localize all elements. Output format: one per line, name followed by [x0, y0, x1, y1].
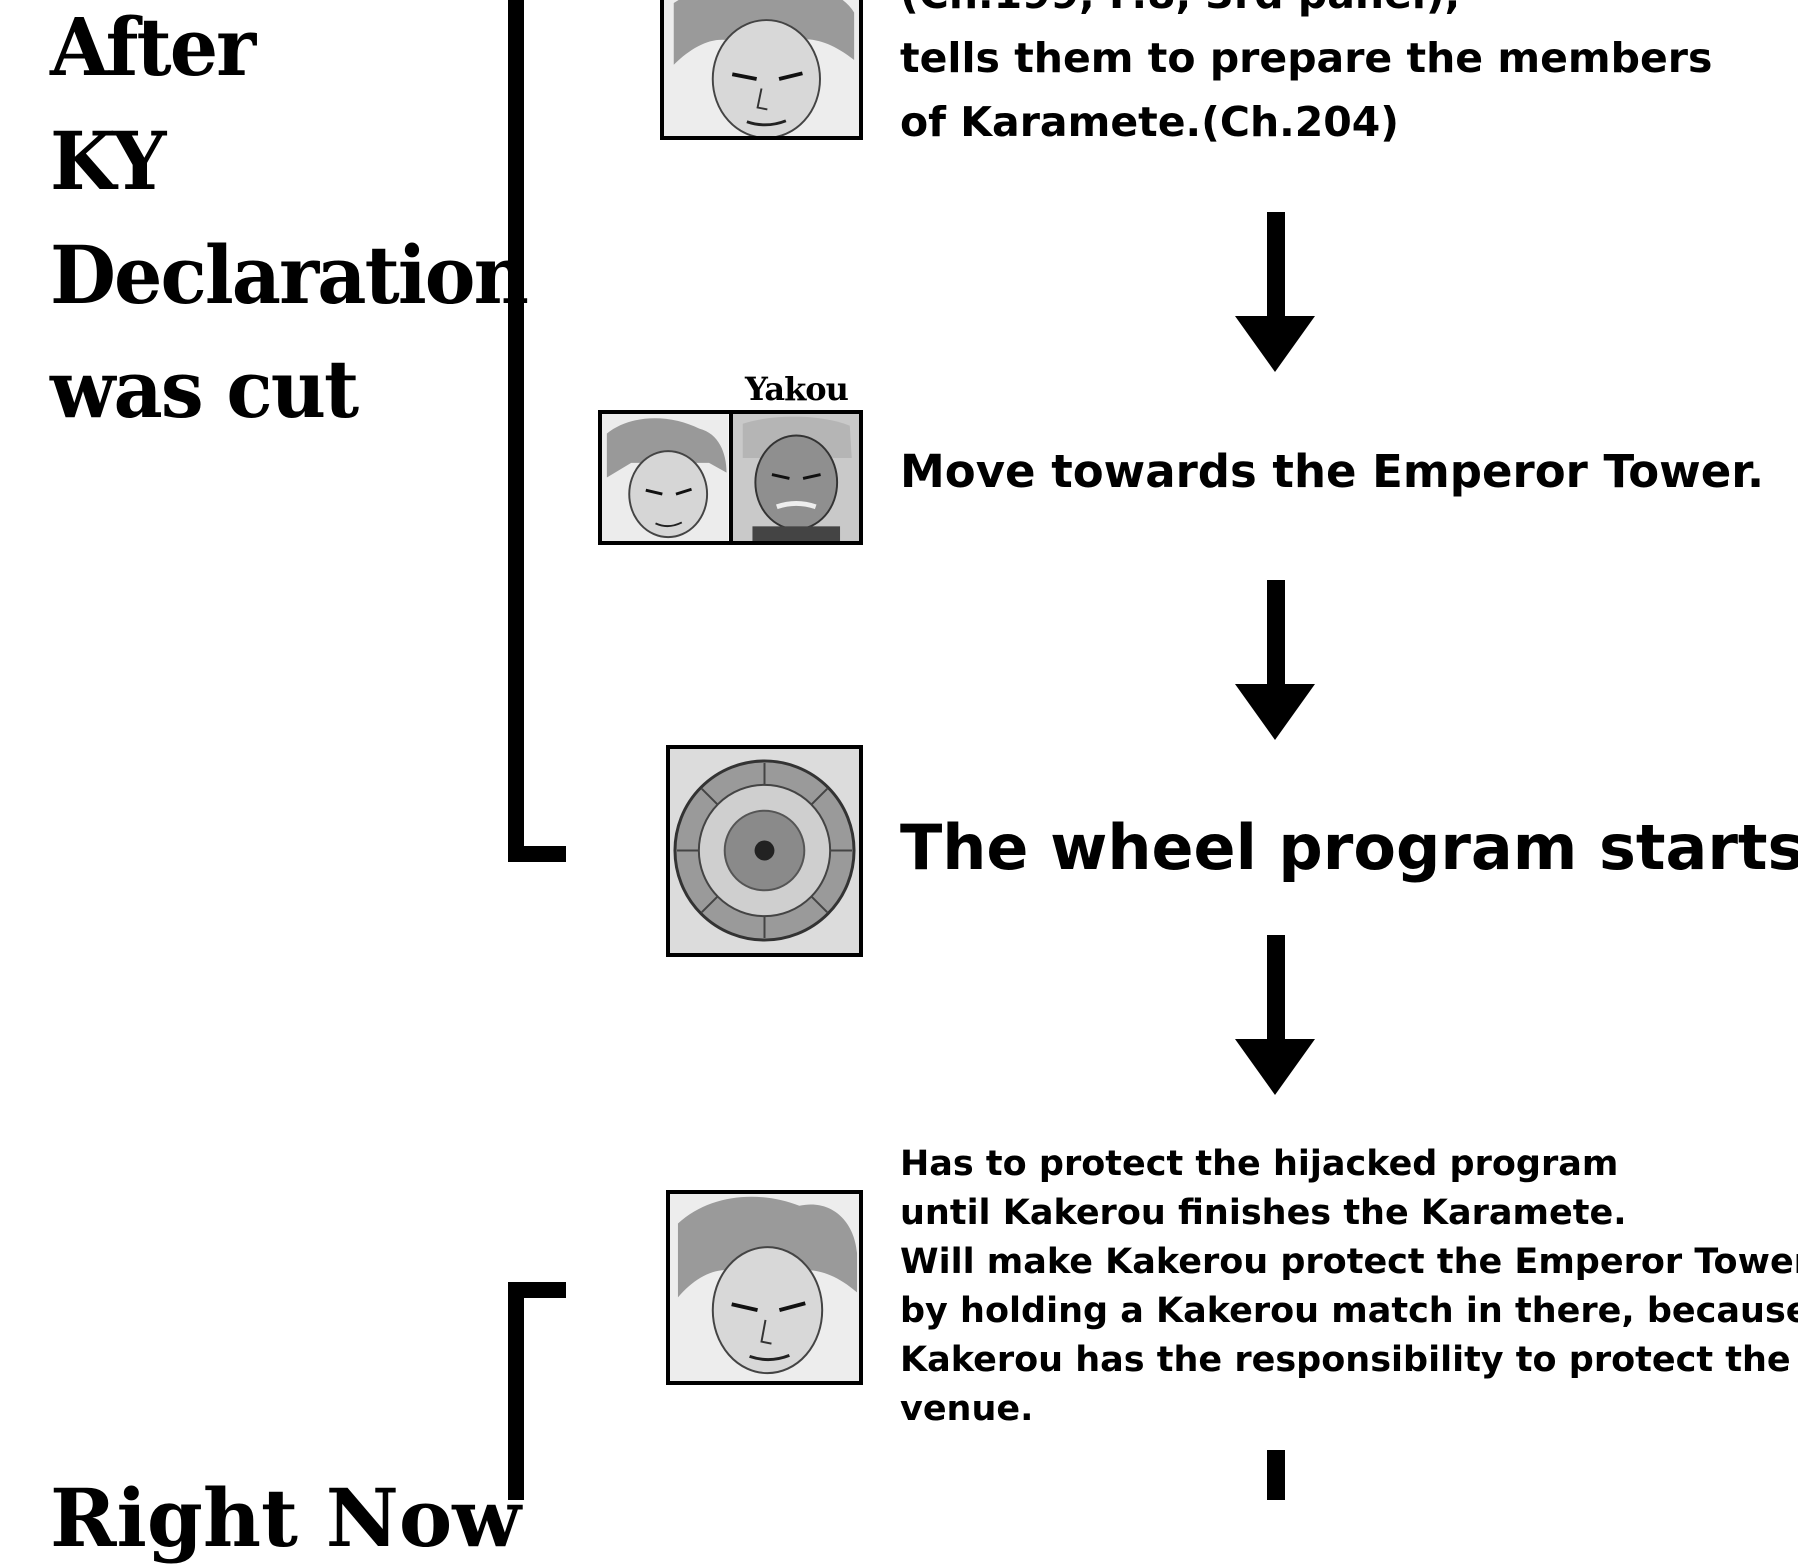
step4-text: Has to protect the hijacked program unti… — [900, 1140, 1798, 1434]
yakou-caption: Yakou — [745, 370, 849, 408]
section-heading-after-ky: After KY Declaration was cut — [50, 0, 529, 446]
down-arrow-icon — [1235, 212, 1315, 372]
bracket-top-foot — [508, 846, 566, 862]
text-line: by holding a Kakerou match in there, bec… — [900, 1291, 1798, 1331]
step1-text: (Ch.199, P.8, 3rd panel), tells them to … — [900, 0, 1712, 154]
bracket-bottom-top — [508, 1282, 566, 1298]
down-arrow-icon — [1235, 1450, 1315, 1500]
text-line: Has to protect the hijacked program — [900, 1144, 1619, 1184]
text-line: Will make Kakerou protect the Emperor To… — [900, 1242, 1798, 1282]
text-line: until Kakerou finishes the Karamete. — [900, 1193, 1627, 1233]
heading-line: After — [50, 0, 256, 94]
character-portrait-panel — [666, 1190, 863, 1385]
text-line: Kakerou has the responsibility to protec… — [900, 1340, 1791, 1380]
step2-text: Move towards the Emperor Tower. — [900, 445, 1765, 498]
text-line: tells them to prepare the members — [900, 34, 1713, 82]
bracket-top-vertical — [508, 0, 524, 862]
text-line: of Karamete.(Ch.204) — [900, 98, 1400, 146]
heading-line: Declaration — [50, 228, 529, 322]
step3-text: The wheel program starts. — [900, 811, 1798, 884]
yakou-portrait — [732, 414, 859, 541]
two-character-panel — [598, 410, 863, 545]
wheel-panel — [666, 745, 863, 957]
section-heading-right-now: Right Now — [50, 1471, 522, 1565]
heading-line: was cut — [50, 342, 359, 436]
character-portrait — [602, 414, 733, 541]
character-portrait-panel — [660, 0, 863, 140]
text-line: venue. — [900, 1389, 1034, 1429]
down-arrow-icon — [1235, 935, 1315, 1095]
down-arrow-icon — [1235, 580, 1315, 740]
bracket-bottom-vertical — [508, 1282, 524, 1500]
heading-line: KY — [50, 114, 166, 208]
text-line: (Ch.199, P.8, 3rd panel), — [900, 0, 1712, 26]
